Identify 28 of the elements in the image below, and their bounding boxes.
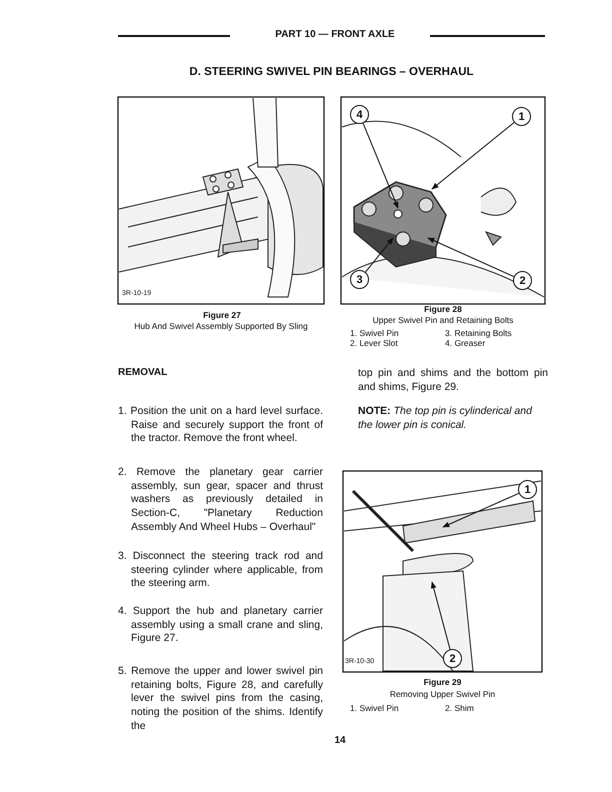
key-item: 2. Lever Slot xyxy=(350,338,399,349)
instruction-step: 5. Remove the upper and lower swivel pin retaining bolts, Figure 28, and carefully lever the swivel pins from the casing, noting the position of the shims. Identify the xyxy=(118,665,323,734)
page-title: D. STEERING SWIVEL PIN BEARINGS – OVERHAUL xyxy=(188,65,475,80)
leader-line xyxy=(430,581,451,650)
leader-line xyxy=(427,238,514,278)
leader-line xyxy=(442,492,520,528)
section-heading: REMOVAL xyxy=(118,367,168,380)
body-text: top pin and shims and the bottom pin and shims, Figure 29. xyxy=(358,367,548,394)
leader-line xyxy=(431,122,515,190)
figure-caption: Upper Swivel Pin and Retaining Bolts xyxy=(372,315,514,326)
instruction-step: 2. Remove the planetary gear carrier assembly, sun gear, spacer and thrust washers as previously detailed in Section-C, "Planetary Reduction Assembly And Wheel Hubs – Overhaul" xyxy=(118,466,323,534)
key-item: 4. Greaser xyxy=(445,338,486,349)
page-number: 14 xyxy=(333,735,347,748)
instruction-step: 4. Support the hub and planetary carrier assembly using a small crane and sling, Figure 27. xyxy=(118,605,323,646)
leader-line xyxy=(362,122,398,209)
figure-number: Figure 29 xyxy=(422,677,462,688)
figure-number: Figure 27 xyxy=(202,310,242,321)
instruction-step: 1. Position the unit on a hard level surface. Raise and securely support the front of the tractor. Remove the front wheel. xyxy=(118,405,323,446)
key-item: 1. Swivel Pin xyxy=(350,703,400,714)
key-item: 3. Retaining Bolts xyxy=(445,328,513,339)
body-text: NOTE: The top pin is cylinderical and the lower pin is conical. xyxy=(358,405,534,432)
instruction-step: 3. Disconnect the steering track rod and steering cylinder where applicable, from the steering arm. xyxy=(118,550,323,591)
figure-caption: Hub And Swivel Assembly Supported By Sling xyxy=(133,321,309,332)
figure-caption: Removing Upper Swivel Pin xyxy=(388,689,496,700)
leader-line xyxy=(364,237,394,273)
figure-number: Figure 28 xyxy=(423,304,463,315)
key-item: 2. Shim xyxy=(445,703,475,714)
key-item: 1. Swivel Pin xyxy=(350,328,400,339)
